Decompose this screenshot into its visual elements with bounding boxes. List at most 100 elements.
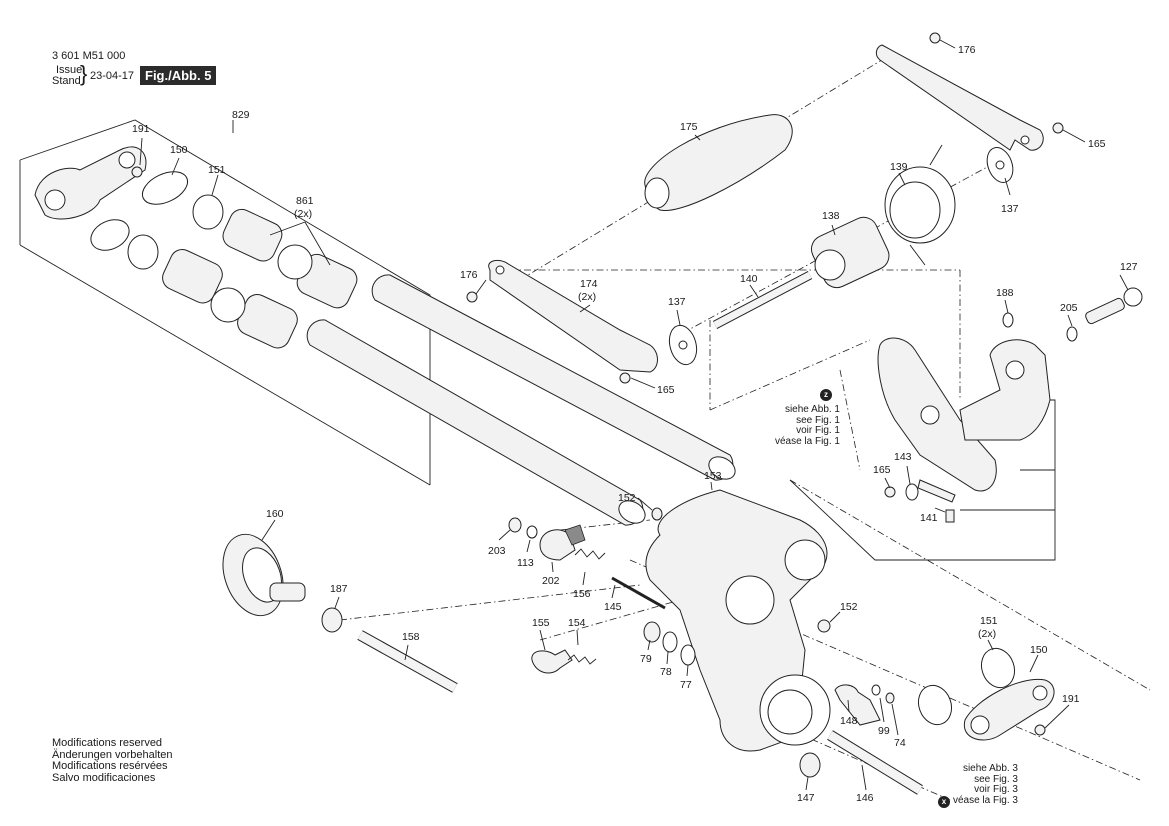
label-147: 147 <box>797 792 815 804</box>
pivot-bracket <box>877 287 1143 492</box>
label-148: 148 <box>840 715 858 727</box>
label-191a: 191 <box>132 123 150 135</box>
label-174-qty: (2x) <box>578 291 596 303</box>
label-146: 146 <box>856 792 874 804</box>
label-139: 139 <box>890 161 908 173</box>
ref-x-line: véase la Fig. 3 <box>952 794 1018 806</box>
modifications-line: Änderungen vorbehalten <box>52 748 173 761</box>
ref-x-line: voir Fig. 3 <box>974 784 1018 795</box>
modifications-line: Salvo modificaciones <box>52 771 156 784</box>
spring-139 <box>884 144 956 266</box>
modifications-note: Modifications reserved Änderungen vorbeh… <box>52 737 173 784</box>
label-174: 174 <box>580 278 598 290</box>
nut-147 <box>799 752 821 778</box>
label-158: 158 <box>402 631 420 643</box>
pin-158 <box>357 630 458 693</box>
label-141: 141 <box>920 512 938 524</box>
ref-z-badge: z <box>820 389 832 401</box>
washer-137-mid <box>668 324 698 366</box>
label-137a: 137 <box>1001 203 1019 215</box>
ref-x-badge: x <box>938 796 950 808</box>
stand-label: Stand <box>52 75 81 87</box>
label-150a: 150 <box>170 144 188 156</box>
housing-153 <box>645 489 831 752</box>
label-203: 203 <box>488 545 506 557</box>
label-79: 79 <box>640 653 652 665</box>
ref-z-note: siehe Abb. 1 see Fig. 1 voir Fig. 1 véas… <box>760 404 840 447</box>
bracket-176-top <box>875 44 1044 151</box>
handle-175 <box>644 114 793 212</box>
label-205: 205 <box>1060 302 1078 314</box>
knob-160 <box>222 533 306 617</box>
rollers-861 <box>162 208 358 349</box>
modifications-line: Modifications resérvées <box>52 760 168 772</box>
washers-79-78-77 <box>643 621 696 666</box>
label-113: 113 <box>517 557 534 569</box>
bushing-187 <box>321 607 343 633</box>
label-145: 145 <box>604 601 622 613</box>
ref-z-line: voir Fig. 1 <box>796 425 840 436</box>
label-176a: 176 <box>958 44 976 56</box>
label-155: 155 <box>532 617 550 629</box>
label-829: 829 <box>232 109 250 121</box>
label-77: 77 <box>680 679 692 691</box>
tubes <box>306 274 736 526</box>
label-143: 143 <box>894 451 912 463</box>
screws-152 <box>651 507 831 633</box>
label-154: 154 <box>568 617 586 629</box>
label-188: 188 <box>996 287 1014 299</box>
label-191b: 191 <box>1062 693 1080 705</box>
ref-x-line: siehe Abb. 3 <box>962 763 1018 774</box>
label-175: 175 <box>680 121 698 133</box>
ref-x-line: see Fig. 3 <box>974 773 1018 785</box>
plates-151-150-lower <box>917 647 1055 741</box>
label-176b: 176 <box>460 269 478 281</box>
label-127: 127 <box>1120 261 1138 273</box>
small-screws <box>131 32 1064 736</box>
bearing-138 <box>810 216 890 289</box>
label-165b: 165 <box>657 384 675 396</box>
ref-x-note: siehe Abb. 3 see Fig. 3 voir Fig. 3 véas… <box>930 763 1018 806</box>
label-153: 153 <box>704 470 722 482</box>
label-74: 74 <box>894 737 906 749</box>
issue-date: 23-04-17 <box>90 70 135 82</box>
label-160: 160 <box>266 508 284 520</box>
lock-assembly <box>508 517 666 674</box>
parts-143-141 <box>905 479 956 523</box>
label-861-qty: (2x) <box>294 208 312 220</box>
clamp-148 <box>834 684 895 726</box>
label-137b: 137 <box>668 296 686 308</box>
end-cap-191-150 <box>34 146 147 220</box>
part-labels: 176 165 137 175 139 138 127 188 205 829 … <box>132 44 1138 804</box>
ref-z-line: véase la Fig. 1 <box>774 435 840 447</box>
label-152a: 152 <box>618 492 636 504</box>
modifications-line: Modifications reserved <box>52 737 163 749</box>
label-151b-qty: (2x) <box>978 628 996 640</box>
plates-150-151 <box>90 171 224 270</box>
leader-lines <box>139 39 1129 791</box>
label-138: 138 <box>822 210 840 222</box>
label-151b: 151 <box>980 615 998 627</box>
rod-146 <box>827 730 923 795</box>
label-165a: 165 <box>1088 138 1106 150</box>
label-140: 140 <box>740 273 758 285</box>
label-150b: 150 <box>1030 644 1048 656</box>
figure-badge: Fig./Abb. 5 <box>140 66 217 85</box>
label-861: 861 <box>296 195 314 207</box>
brace-icon: } <box>80 61 88 86</box>
label-99: 99 <box>878 725 890 737</box>
ref-z-line: siehe Abb. 1 <box>784 404 840 415</box>
label-165c: 165 <box>873 464 891 476</box>
issue-label: Issue <box>56 64 83 76</box>
label-156: 156 <box>573 588 591 600</box>
ref-z-line: see Fig. 1 <box>796 414 840 426</box>
shaft-140 <box>712 271 813 329</box>
label-202: 202 <box>542 575 560 587</box>
lever-174 <box>488 259 658 373</box>
label-187: 187 <box>330 583 348 595</box>
label-78: 78 <box>660 666 672 678</box>
doc-number: 3 601 M51 000 <box>52 50 126 62</box>
label-152b: 152 <box>840 601 858 613</box>
washer-137-top <box>986 147 1014 183</box>
